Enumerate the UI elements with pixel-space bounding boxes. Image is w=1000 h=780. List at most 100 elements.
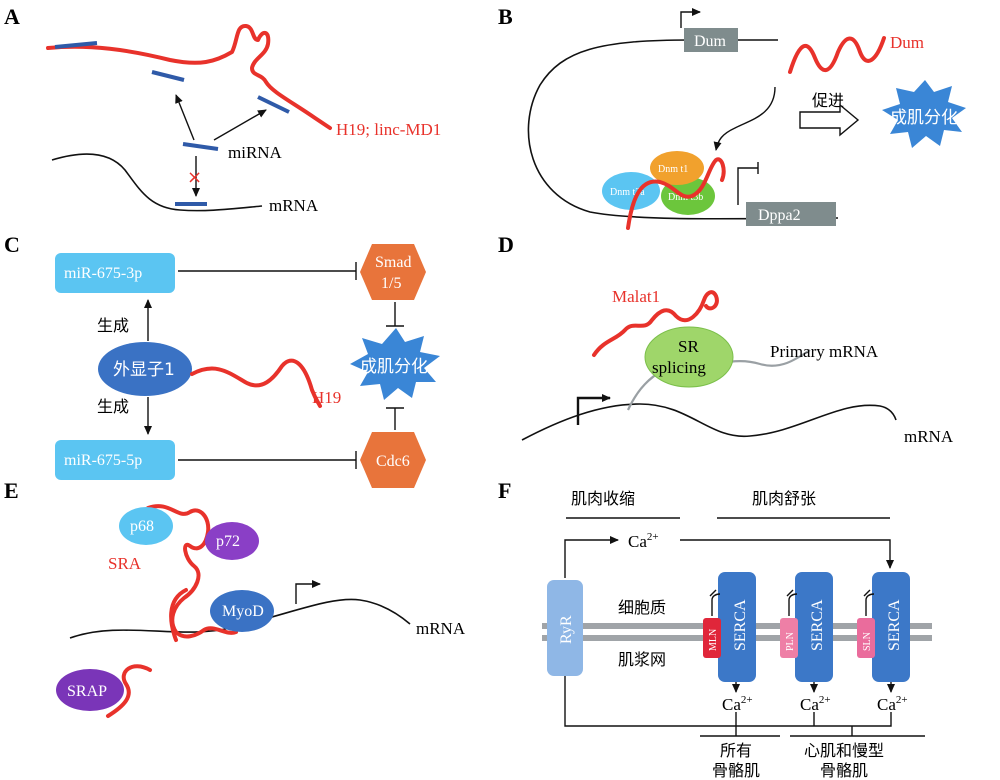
lncrna-h19-strand <box>46 24 332 130</box>
cytoplasm-label: 细胞质 <box>618 598 666 617</box>
sr-label-1: SR <box>678 337 699 356</box>
sln-label: SLN <box>862 632 873 651</box>
mir3p-box <box>55 253 175 293</box>
dnmt1-label: Dnm t1 <box>658 164 688 175</box>
mln-inhibit-bar <box>709 589 717 597</box>
serca-3-label: SERCA <box>886 599 903 651</box>
ca-3: Ca2+ <box>877 694 908 714</box>
exon1-oval <box>98 342 192 396</box>
sr-label-2: splicing <box>652 358 706 377</box>
mirna-free <box>182 142 219 151</box>
mir5p-box <box>55 440 175 480</box>
panel-f-label: F <box>498 478 511 503</box>
sra-label: SRA <box>108 554 142 573</box>
serca-3 <box>872 572 910 682</box>
mrna-line-d <box>521 403 897 441</box>
smad-label-2: 1/5 <box>381 275 401 292</box>
mirna-bound-1 <box>54 41 98 49</box>
sr-splicing-oval <box>644 326 734 388</box>
sra-rna-loop <box>169 588 188 642</box>
panel-d-label: D <box>498 232 514 257</box>
srap-label: SRAP <box>67 683 107 700</box>
cdc6-label: Cdc6 <box>376 453 410 470</box>
promote-hollow-arrow <box>799 103 860 137</box>
mrna-label-d: mRNA <box>904 427 954 446</box>
dppa2-gene-box <box>746 202 836 226</box>
diff-burst-b <box>882 80 966 148</box>
mln-label: MLN <box>708 629 719 651</box>
p72-label: p72 <box>216 533 240 550</box>
dum-gene-label: Dum <box>694 33 727 50</box>
smad-label-1: Smad <box>375 254 411 271</box>
ca-1: Ca2+ <box>722 694 753 714</box>
dum-rna <box>788 36 886 74</box>
diff-label-c: 成肌分化 <box>360 357 428 377</box>
srap-rna <box>106 664 152 718</box>
ca-release-arrow <box>564 536 619 578</box>
srap-oval <box>56 669 124 711</box>
p68-label: p68 <box>130 518 154 535</box>
panel-c: C miR-675-3p miR-675-5p 外显子1 生成 生成 H19 S… <box>4 232 440 488</box>
dum-promoter-arrow <box>680 8 701 28</box>
arrow-to-site-2 <box>175 94 195 141</box>
heart-label-1: 心肌和慢型 <box>804 741 884 760</box>
panel-b-label: B <box>498 4 513 29</box>
mir3p-label: miR-675-3p <box>64 265 142 282</box>
serca-2 <box>795 572 833 682</box>
serca-2-label: SERCA <box>809 599 826 651</box>
relaxation-label: 肌肉舒张 <box>752 489 816 508</box>
ryr-label: RyR <box>558 615 575 644</box>
mir5p-label: miR-675-5p <box>64 452 142 469</box>
mirna-bound-3 <box>257 95 290 114</box>
dppa2-label: Dppa2 <box>758 207 801 224</box>
diff-burst-c <box>350 328 440 400</box>
mrna-label-e: mRNA <box>416 619 466 638</box>
mirna-bound-2 <box>151 70 185 82</box>
panel-a-label: A <box>4 4 20 29</box>
serca-1 <box>718 572 756 682</box>
h19-label: H19 <box>312 388 341 407</box>
arrow-to-site-3 <box>213 109 267 141</box>
myod-oval <box>210 590 274 632</box>
malat1-label: Malat1 <box>612 287 660 306</box>
dnmt3a-label: Dnm t3a <box>610 187 645 198</box>
myod-label: MyoD <box>222 603 264 620</box>
pln-inhibit <box>788 593 798 616</box>
dnmt3a-oval <box>602 172 660 210</box>
gen-label-bottom: 生成 <box>97 397 129 416</box>
sra-rna <box>146 504 238 639</box>
mrna-line-a <box>51 153 263 212</box>
h19-tail <box>190 358 322 408</box>
cdc6-hexagon <box>360 432 426 488</box>
dum-rna-bound <box>626 157 726 230</box>
mirna-label: miRNA <box>228 143 283 162</box>
chromosome-loop <box>527 39 839 220</box>
all-label-2: 骨骼肌 <box>712 761 760 780</box>
heart-label-2: 骨骼肌 <box>820 761 868 780</box>
panel-b: B Dum Dum 促进 成肌分化 Dppa2 Dnm t3a Dnm t3b … <box>498 4 966 230</box>
dum-rna-label: Dum <box>890 33 924 52</box>
smad-hexagon <box>360 244 426 300</box>
ryr-channel <box>547 580 583 676</box>
pln-box <box>780 618 798 658</box>
serca-1-label: SERCA <box>732 599 749 651</box>
dum-recruit-arrow <box>713 86 776 151</box>
tss-arrow-e <box>295 580 321 604</box>
panel-c-label: C <box>4 232 20 257</box>
mrna-label-a: mRNA <box>269 196 319 215</box>
panel-d: D mRNA SR splicing Malat1 Primary mRNA <box>498 232 954 446</box>
primary-mrna-label: Primary mRNA <box>770 342 879 361</box>
sr-net-label: 肌浆网 <box>618 650 666 669</box>
dnmt1-oval <box>650 151 704 185</box>
sln-box <box>857 618 875 658</box>
malat1-rna <box>592 290 719 357</box>
lncrna-label-a: H19; linc-MD1 <box>336 120 441 139</box>
all-label-1: 所有 <box>720 741 752 760</box>
p68-oval <box>119 507 173 545</box>
dppa2-promoter-blocked <box>737 167 758 205</box>
contraction-label: 肌肉收缩 <box>571 489 635 508</box>
pln-inhibit-bar <box>786 589 794 597</box>
mln-box <box>703 618 721 658</box>
panel-e-label: E <box>4 478 19 503</box>
mln-inhibit <box>711 593 721 616</box>
